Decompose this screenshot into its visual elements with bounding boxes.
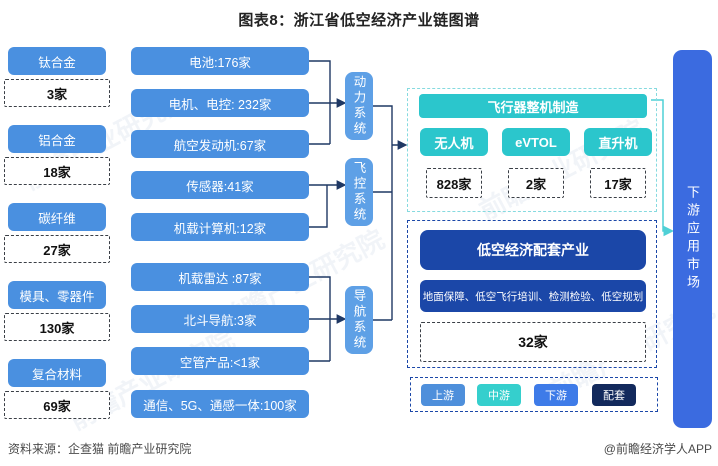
material-count: 3家 — [4, 79, 110, 107]
supporting-count: 32家 — [420, 322, 646, 362]
component-box: 机载雷达 :87家 — [131, 263, 309, 291]
material-count: 130家 — [4, 313, 110, 341]
bracket-flight-control — [309, 185, 338, 228]
aircraft-count: 17家 — [590, 168, 646, 198]
aircraft-type-box: eVTOL — [502, 128, 570, 156]
bracket-power-system — [309, 60, 338, 145]
material-group: 铝合金 18家 — [4, 125, 110, 185]
material-group: 模具、零器件 130家 — [4, 281, 110, 341]
material-group: 碳纤维 27家 — [4, 203, 110, 263]
downstream-market-bar: 下游应用市场 — [673, 50, 712, 428]
legend-chip-upstream: 上游 — [421, 384, 465, 406]
aircraft-manufacturing-header: 飞行器整机制造 — [419, 94, 647, 118]
component-box: 电池:176家 — [131, 47, 309, 75]
material-count: 18家 — [4, 157, 110, 185]
legend-chip-downstream: 下游 — [534, 384, 578, 406]
legend-panel: 上游 中游 下游 配套 — [410, 377, 658, 412]
credit-note: @前瞻经济学人APP — [603, 442, 712, 456]
system-box-navigation: 导航系统 — [345, 286, 373, 354]
bracket-navigation — [309, 276, 338, 362]
materials-column: 钛合金 3家 铝合金 18家 碳纤维 27家 模具、零器件 130家 复合材料 … — [4, 47, 110, 437]
component-box: 机载计算机:12家 — [131, 213, 309, 241]
systems-to-midstream — [373, 105, 399, 321]
material-group: 钛合金 3家 — [4, 47, 110, 107]
component-box: 通信、5G、通感一体:100家 — [131, 390, 309, 418]
aircraft-type-box: 无人机 — [420, 128, 488, 156]
supporting-title: 低空经济配套产业 — [420, 230, 646, 270]
material-count: 69家 — [4, 391, 110, 419]
material-count: 27家 — [4, 235, 110, 263]
aircraft-count: 2家 — [508, 168, 564, 198]
aircraft-type-box: 直升机 — [584, 128, 652, 156]
component-box: 电机、电控: 232家 — [131, 89, 309, 117]
source-note: 资料来源：企查猫 前瞻产业研究院 — [8, 442, 192, 456]
legend-chip-midstream: 中游 — [477, 384, 521, 406]
component-box: 传感器:41家 — [131, 171, 309, 199]
components-column: 电池:176家 电机、电控: 232家 航空发动机:67家 传感器:41家 机载… — [131, 0, 309, 466]
component-box: 空管产品:<1家 — [131, 347, 309, 375]
system-box-flight-control: 飞控系统 — [345, 158, 373, 226]
component-box: 北斗导航:3家 — [131, 305, 309, 333]
supporting-detail: 地面保障、低空飞行培训、检测检验、低空规划 — [420, 280, 646, 312]
component-box: 航空发动机:67家 — [131, 130, 309, 158]
material-box: 模具、零器件 — [8, 281, 106, 309]
material-box: 碳纤维 — [8, 203, 106, 231]
legend-chip-supporting: 配套 — [592, 384, 636, 406]
supporting-panel: 低空经济配套产业 地面保障、低空飞行培训、检测检验、低空规划 32家 — [407, 220, 657, 368]
material-box: 铝合金 — [8, 125, 106, 153]
aircraft-count: 828家 — [426, 168, 482, 198]
system-box-power: 动力系统 — [345, 72, 373, 140]
figure-title: 图表8：浙江省低空经济产业链图谱 — [238, 12, 480, 29]
material-box: 复合材料 — [8, 359, 106, 387]
midstream-panel: 飞行器整机制造 无人机 eVTOL 直升机 828家 2家 17家 — [407, 88, 657, 212]
material-box: 钛合金 — [8, 47, 106, 75]
material-group: 复合材料 69家 — [4, 359, 110, 419]
